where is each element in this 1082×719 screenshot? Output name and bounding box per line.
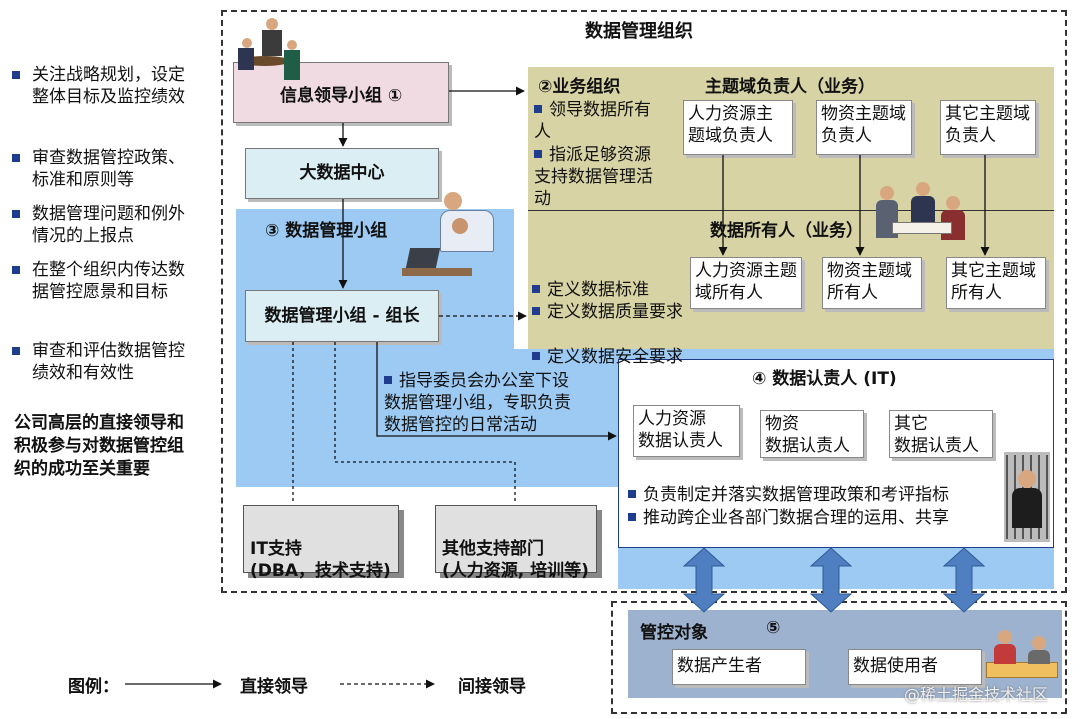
- bullet-square-icon: [12, 71, 20, 79]
- owner-bullet-quality: 定义数据质量要求: [532, 301, 692, 323]
- left-conclusion: 公司高层的直接领导和积极参与对数据管控组织的成功至关重要: [14, 413, 184, 479]
- data-owner-hr: 人力资源主题域所有人: [690, 257, 802, 309]
- bullet-square-icon: [628, 513, 636, 521]
- domain-owner-hr: 人力资源主题域负责人: [683, 100, 793, 155]
- it-bullet-share: 推动跨企业各部门数据合理的运用、共享: [628, 507, 949, 529]
- domain-owner-title: 主题域负责人（业务）: [705, 77, 875, 97]
- it-title: ④ 数据认责人 (IT): [752, 369, 897, 389]
- owner-bullet-standard: 定义数据标准: [532, 279, 692, 301]
- data-producer: 数据产生者: [672, 649, 806, 685]
- legend-indirect: 间接领导: [458, 677, 526, 697]
- bullet-square-icon: [534, 105, 542, 113]
- steward-other: 其它 数据认责人: [889, 410, 993, 458]
- bullet-square-icon: [12, 347, 20, 355]
- left-item-vision: 在整个组织内传达数据管控愿景和目标: [10, 259, 195, 303]
- steward-material: 物资 数据认责人: [760, 410, 864, 458]
- data-owner-other: 其它主题域所有人: [946, 257, 1046, 309]
- dm-group-leader: 数据管理小组 - 组长: [245, 290, 439, 342]
- bullet-square-icon: [532, 307, 540, 315]
- data-owner-title: 数据所有人（业务）: [710, 221, 863, 241]
- legend-label: 图例：: [68, 677, 119, 697]
- steward-hr: 人力资源 数据认责人: [633, 405, 740, 457]
- business-divider: [528, 210, 1054, 211]
- dm-group-note: 指导委员会办公室下设数据管理小组，专职负责数据管控的日常活动: [384, 371, 571, 435]
- domain-owner-other: 其它主题域负责人: [940, 100, 1036, 155]
- bullet-square-icon: [12, 154, 20, 162]
- left-item-escalation: 数据管理问题和例外情况的上报点: [10, 203, 195, 247]
- business-bullet-resource: 指派足够资源支持数据管理活动: [534, 145, 653, 209]
- left-item-policy: 审查数据管控政策、标准和原则等: [10, 147, 195, 191]
- business-bullet-lead: 领导数据所有人: [534, 100, 651, 142]
- it-support-box: IT支持 (DBA，技术支持): [243, 505, 399, 581]
- it-bullet-policy: 负责制定并落实数据管理政策和考评指标: [628, 484, 949, 506]
- other-support-box: 其他支持部门 (人力资源, 培训等): [435, 505, 597, 581]
- left-item-strategy: 关注战略规划，设定整体目标及监控绩效: [10, 64, 195, 108]
- bullet-square-icon: [534, 150, 542, 158]
- data-consumer: 数据使用者: [848, 649, 982, 685]
- owner-bullet-security: 定义数据安全要求: [532, 346, 692, 368]
- bullet-square-icon: [12, 266, 20, 274]
- big-data-center: 大数据中心: [245, 148, 439, 199]
- watermark: @稀土掘金技术社区: [904, 685, 1049, 704]
- bullet-square-icon: [532, 285, 540, 293]
- domain-owner-material: 物资主题域负责人: [816, 100, 912, 155]
- data-owner-material: 物资主题域所有人: [822, 257, 922, 309]
- bullet-square-icon: [12, 210, 20, 218]
- business-title: ②业务组织: [538, 77, 621, 97]
- bullet-square-icon: [628, 490, 636, 498]
- org-title: 数据管理组织: [585, 21, 693, 42]
- info-leadership-group: 信息领导小组 ①: [233, 62, 449, 123]
- control-title: 管控对象: [640, 623, 708, 643]
- left-item-review: 审查和评估数据管控绩效和有效性: [10, 340, 195, 384]
- dm-group-title: ③ 数据管理小组: [265, 221, 388, 241]
- bullet-square-icon: [384, 376, 392, 384]
- control-number: ⑤: [766, 618, 781, 638]
- org-frame: [221, 10, 1067, 593]
- bullet-square-icon: [532, 352, 540, 360]
- legend-direct: 直接领导: [240, 677, 308, 697]
